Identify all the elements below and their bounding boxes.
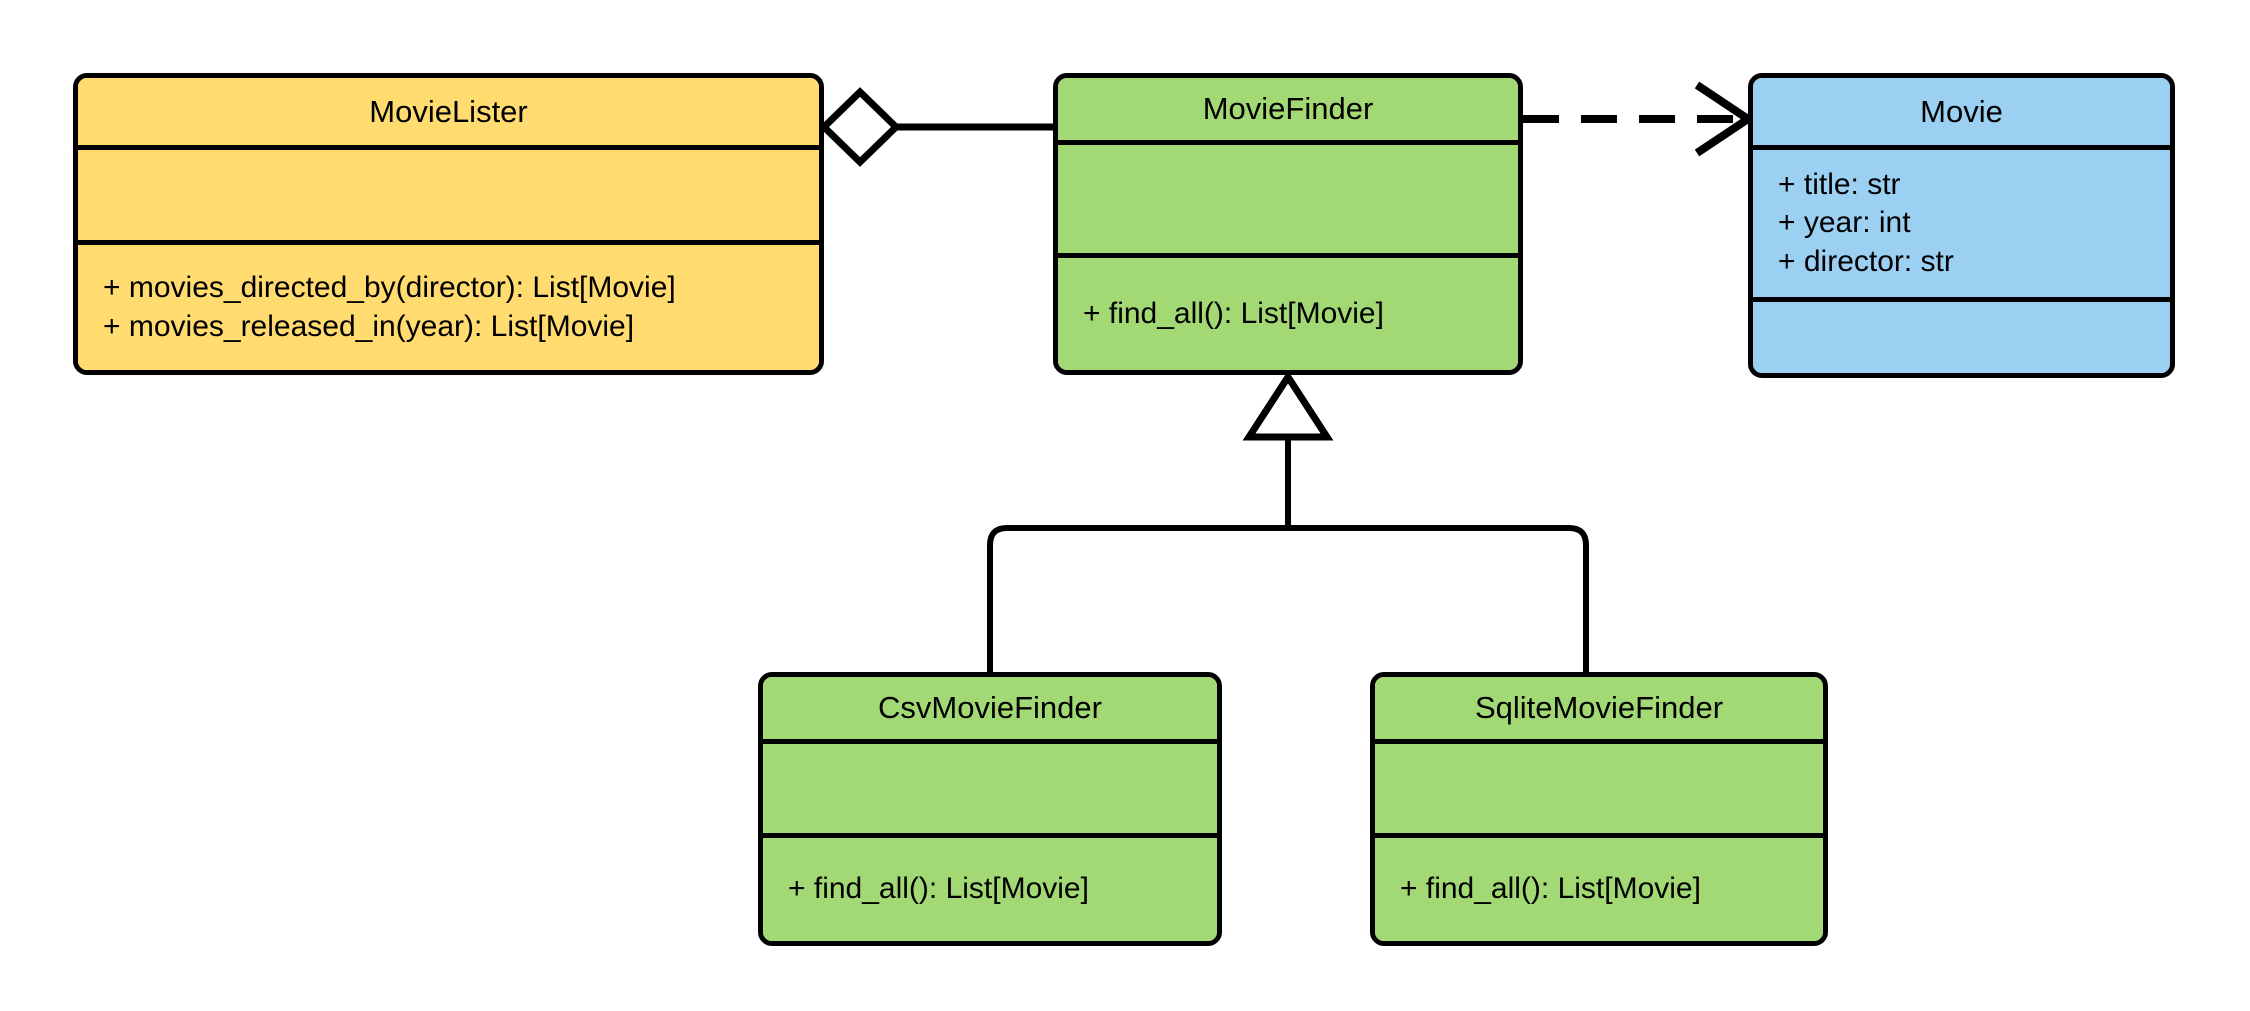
class-name-compartment: MovieFinder [1058, 78, 1518, 140]
class-attributes-compartment [78, 145, 819, 240]
class-methods-compartment: + find_all(): List[Movie] [1375, 833, 1823, 941]
class-name-label: MovieFinder [1202, 91, 1374, 127]
class-box-movie-lister[interactable]: MovieLister + movies_directed_by(directo… [73, 73, 824, 375]
class-name-label: MovieLister [369, 93, 528, 129]
class-box-sqlite-movie-finder[interactable]: SqliteMovieFinder + find_all(): List[Mov… [1370, 672, 1828, 946]
method-list: + find_all(): List[Movie] [1375, 870, 1823, 908]
attribute-list: + title: str + year: int + director: str [1753, 166, 2170, 280]
method-list: + find_all(): List[Movie] [763, 870, 1217, 908]
class-methods-compartment: + find_all(): List[Movie] [1058, 253, 1518, 370]
class-box-movie-finder[interactable]: MovieFinder + find_all(): List[Movie] [1053, 73, 1523, 375]
relationship-generalization-tree[interactable] [987, 370, 1589, 672]
hollow-diamond-marker [818, 87, 902, 167]
class-methods-compartment: + movies_directed_by(director): List[Mov… [78, 240, 819, 370]
class-name-label: CsvMovieFinder [878, 690, 1102, 726]
class-name-compartment: MovieLister [78, 78, 819, 145]
method-list: + find_all(): List[Movie] [1058, 295, 1518, 333]
class-name-label: Movie [1920, 93, 2003, 129]
generalization-branch-bus [987, 525, 1589, 672]
class-name-compartment: Movie [1753, 78, 2170, 145]
method-item: + movies_released_in(year): List[Movie] [103, 309, 635, 343]
class-attributes-compartment [1058, 140, 1518, 253]
relationship-dependency-finder-movie[interactable] [1523, 81, 1756, 157]
class-box-csv-movie-finder[interactable]: CsvMovieFinder + find_all(): List[Movie] [758, 672, 1222, 946]
class-attributes-compartment [763, 739, 1217, 833]
class-box-movie[interactable]: Movie + title: str + year: int + directo… [1748, 73, 2175, 378]
class-name-label: SqliteMovieFinder [1474, 690, 1724, 726]
class-name-compartment: CsvMovieFinder [763, 677, 1217, 739]
method-item: + find_all(): List[Movie] [1083, 296, 1384, 330]
class-attributes-compartment [1375, 739, 1823, 833]
class-methods-compartment [1753, 297, 2170, 373]
attribute-item: + year: int [1778, 206, 1911, 240]
relationship-aggregation-lister-finder[interactable] [818, 87, 1053, 167]
class-name-compartment: SqliteMovieFinder [1375, 677, 1823, 739]
method-item: + find_all(): List[Movie] [788, 872, 1089, 906]
attribute-item: + director: str [1778, 244, 1954, 278]
method-item: + movies_directed_by(director): List[Mov… [103, 271, 676, 305]
class-attributes-compartment: + title: str + year: int + director: str [1753, 145, 2170, 297]
hollow-triangle-marker [1242, 370, 1334, 441]
class-methods-compartment: + find_all(): List[Movie] [763, 833, 1217, 941]
method-item: + find_all(): List[Movie] [1400, 872, 1701, 906]
method-list: + movies_directed_by(director): List[Mov… [78, 269, 819, 345]
attribute-item: + title: str [1778, 168, 1901, 202]
